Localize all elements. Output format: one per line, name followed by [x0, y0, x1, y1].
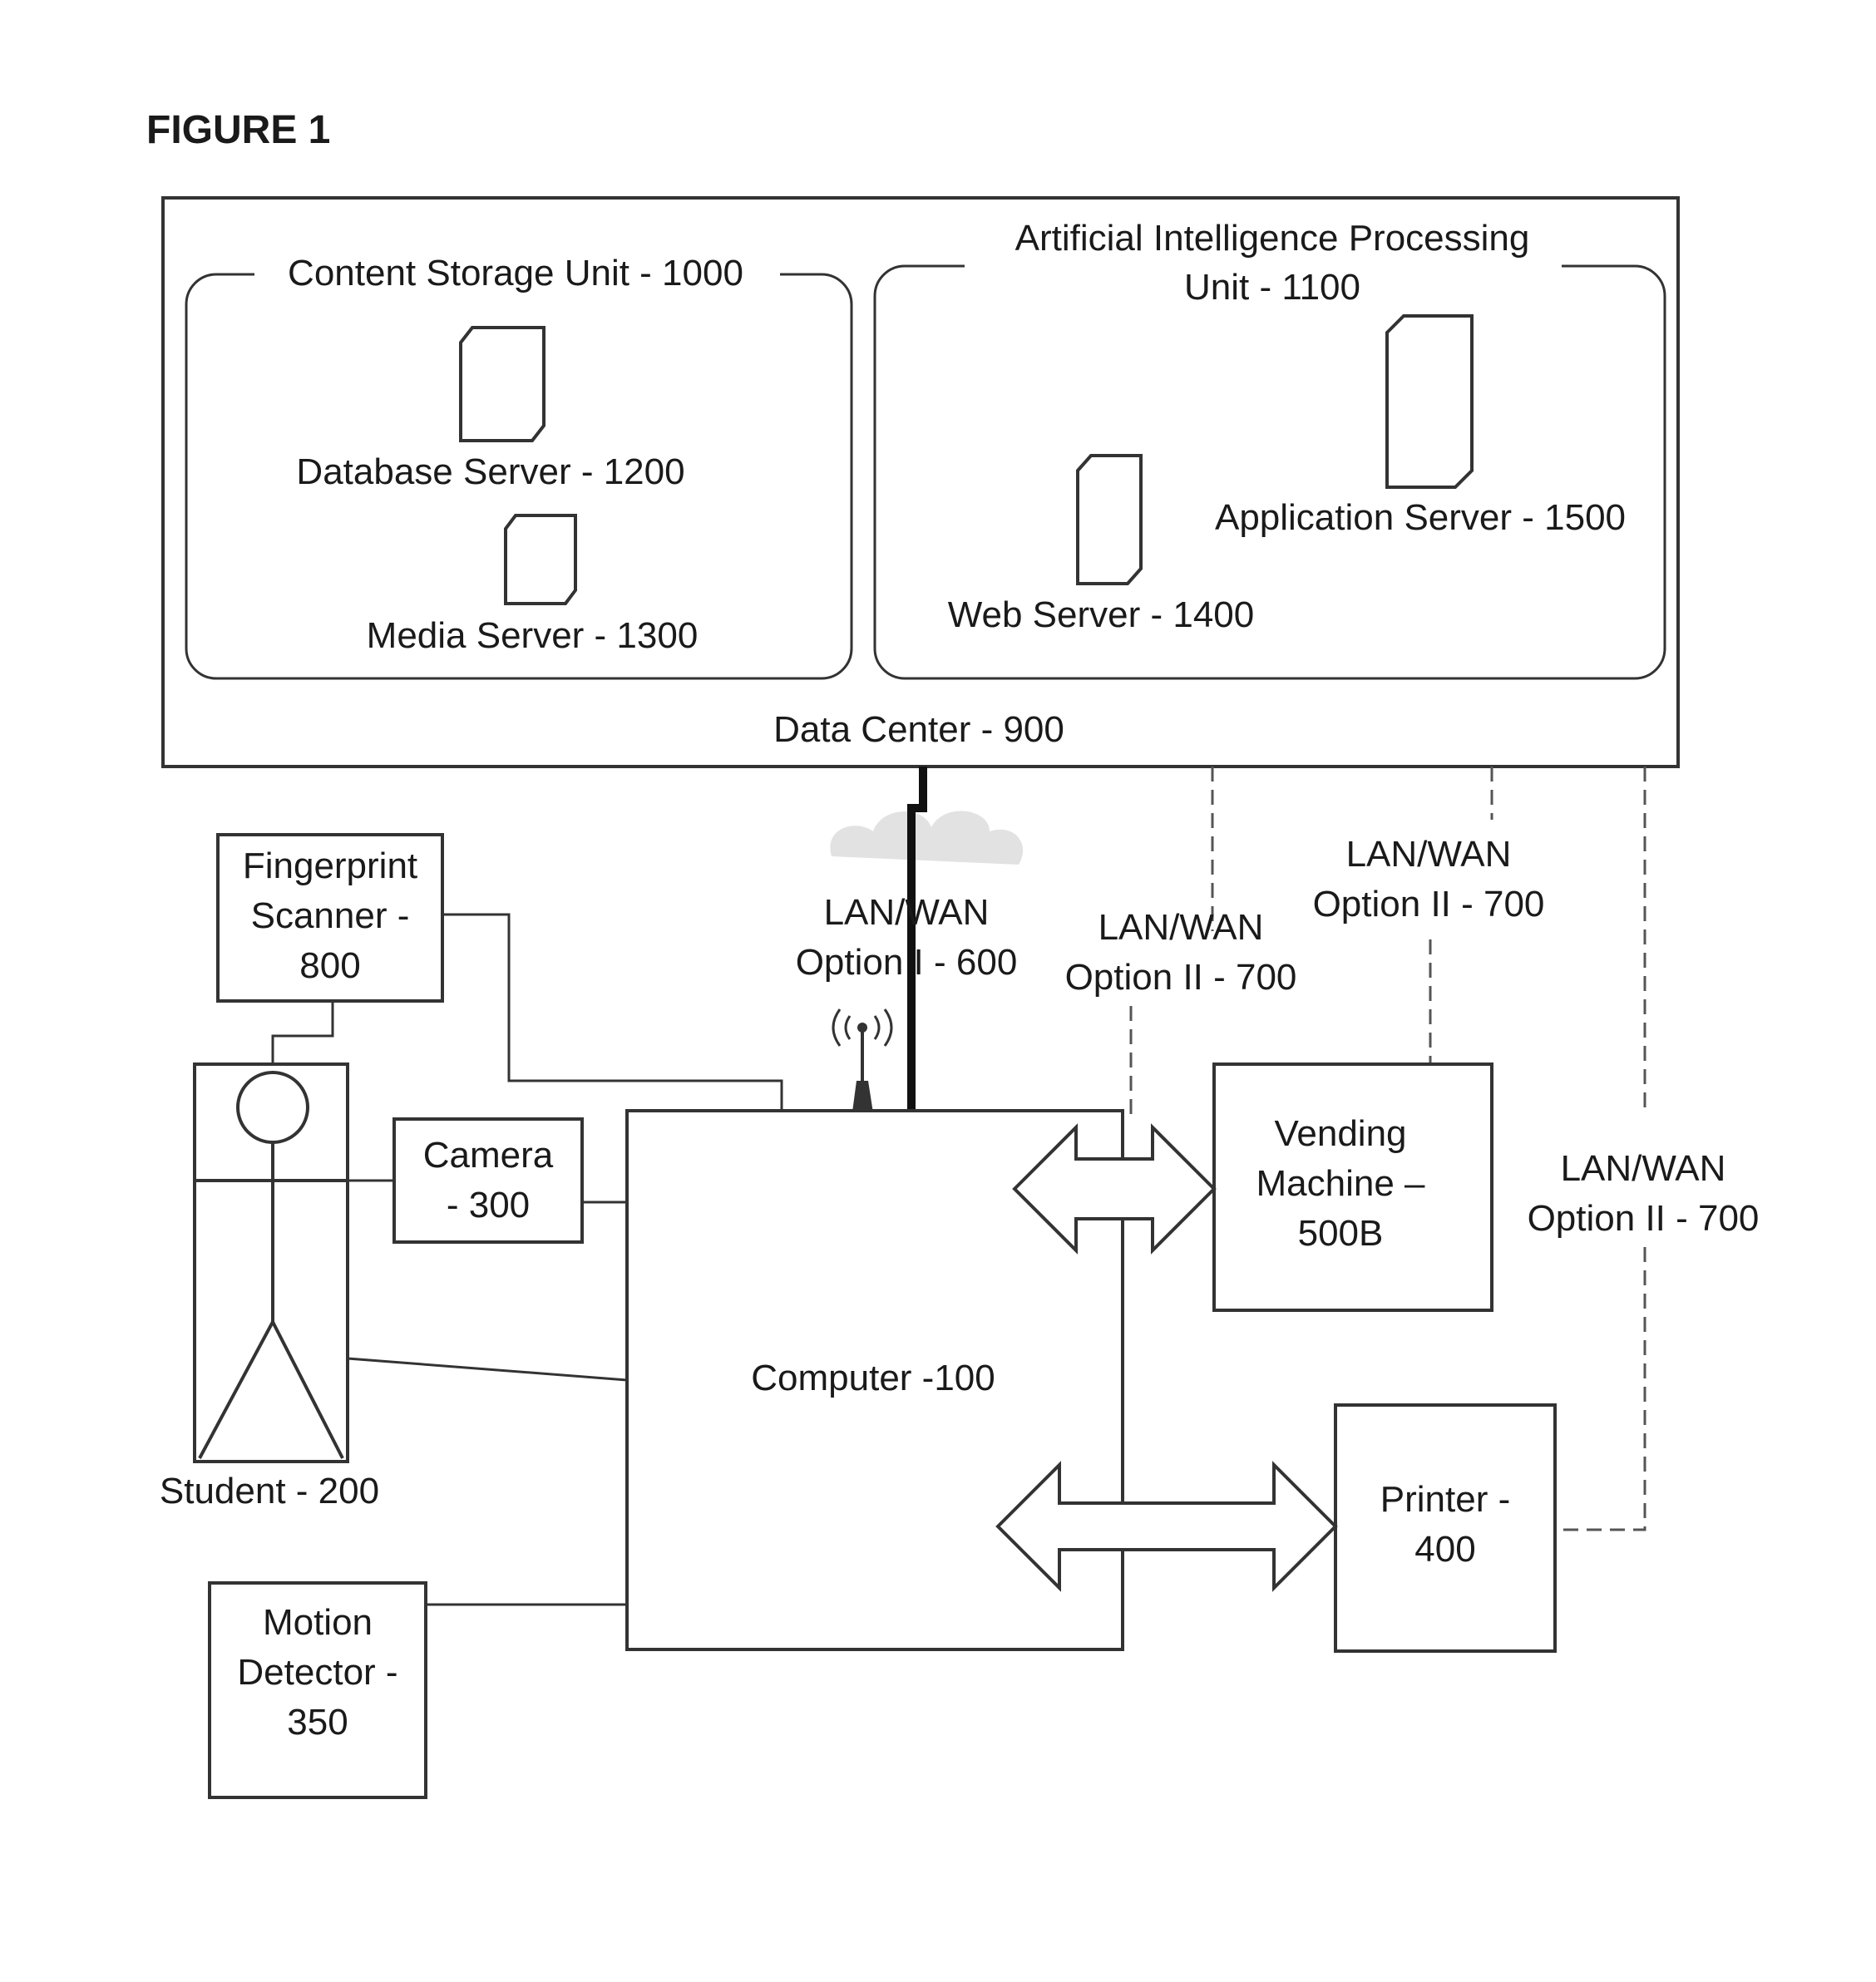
media-server-icon: [506, 515, 575, 604]
student-label: Student - 200: [160, 1471, 379, 1511]
fingerprint-scanner: Fingerprint Scanner - 800: [218, 835, 442, 1001]
motion-detector: Motion Detector - 350: [210, 1583, 426, 1797]
web-server-icon: [1078, 456, 1141, 584]
option-2-a-label-line2: Option II - 700: [1065, 957, 1297, 998]
fingerprint-label-line1: Fingerprint: [243, 846, 417, 886]
option-2-a-label-line1: LAN/WAN: [1098, 907, 1264, 948]
motion-label-line1: Motion: [263, 1602, 373, 1643]
database-server-label: Database Server - 1200: [296, 451, 684, 492]
camera-label-line1: Camera: [423, 1135, 554, 1176]
figure-title: FIGURE 1: [146, 108, 330, 152]
cloud-icon: [830, 811, 1023, 865]
printer-label-line2: 400: [1414, 1529, 1475, 1570]
fingerprint-label-line2: Scanner -: [251, 895, 410, 936]
student-to-computer-line: [348, 1358, 627, 1380]
computer-label: Computer -100: [751, 1358, 995, 1398]
ai-unit-label-line1: Artificial Intelligence Processing: [1015, 218, 1530, 259]
option-2-b-label-line2: Option II - 700: [1313, 884, 1545, 924]
content-storage-label: Content Storage Unit - 1000: [288, 253, 743, 293]
option-2-b-label-line1: LAN/WAN: [1346, 834, 1512, 875]
vending-label-line2: Machine –: [1256, 1163, 1425, 1204]
data-center-label: Data Center - 900: [773, 709, 1064, 750]
motion-label-line3: 350: [287, 1702, 348, 1743]
application-server-label: Application Server - 1500: [1215, 497, 1626, 538]
student: [195, 1064, 348, 1462]
printer-label-line1: Printer -: [1380, 1479, 1510, 1520]
application-server-icon: [1387, 316, 1472, 487]
option-1-label-line1: LAN/WAN: [824, 892, 990, 933]
lan-wan-option-1: LAN/WAN Option I - 600: [796, 767, 1023, 1131]
option-1-label-line2: Option I - 600: [796, 942, 1018, 983]
ai-unit-label-line2: Unit - 1100: [1184, 267, 1360, 308]
fingerprint-label-line3: 800: [299, 945, 360, 986]
vending-label-line1: Vending: [1274, 1113, 1406, 1154]
motion-label-line2: Detector -: [237, 1652, 397, 1693]
option-2-c-label-line2: Option II - 700: [1528, 1198, 1760, 1239]
option-2-line-c: [1555, 1247, 1645, 1530]
student-head-icon: [238, 1072, 308, 1142]
printer: Printer - 400: [1335, 1405, 1555, 1651]
fingerprint-to-computer-line: [442, 915, 782, 1111]
vending-machine: Vending Machine – 500B: [1214, 1064, 1492, 1310]
camera-label-line2: - 300: [447, 1185, 530, 1225]
vending-label-line3: 500B: [1298, 1213, 1384, 1254]
database-server-icon: [461, 328, 544, 441]
web-server-label: Web Server - 1400: [948, 594, 1254, 635]
media-server-label: Media Server - 1300: [367, 615, 699, 656]
option-2-c-label-line1: LAN/WAN: [1561, 1148, 1726, 1189]
computer-printer-arrow: [998, 1465, 1335, 1588]
camera: Camera - 300: [394, 1119, 582, 1242]
fingerprint-to-student-line: [273, 1001, 333, 1069]
